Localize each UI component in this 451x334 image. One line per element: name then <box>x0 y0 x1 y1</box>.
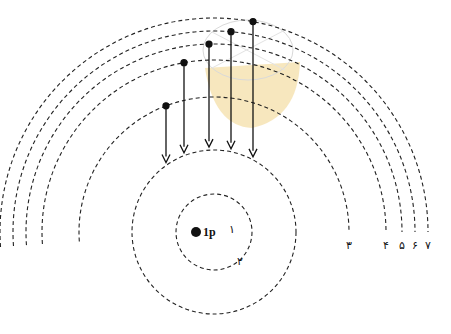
orbit-number: ۷ <box>425 240 431 251</box>
watermark <box>203 20 300 128</box>
orbit-number: ۱ <box>229 224 235 235</box>
orbit-arc <box>79 97 349 241</box>
orbit-circle <box>176 194 252 270</box>
transition-arrow <box>208 44 209 141</box>
arrow-head <box>227 141 235 149</box>
orbit-number: ۲ <box>237 256 243 267</box>
arrow-head <box>180 145 188 153</box>
orbit-number: ۶ <box>412 240 418 251</box>
orbit-number: ۳ <box>346 240 352 251</box>
transition-arrows <box>162 19 257 163</box>
nucleus-dot <box>191 227 201 237</box>
transition-arrow <box>165 106 166 157</box>
watermark-ring <box>203 20 293 80</box>
orbit-circle <box>132 150 296 314</box>
arrow-head <box>162 155 170 163</box>
nucleus-label: 1p <box>203 226 216 238</box>
arrow-head <box>205 139 213 147</box>
orbit-number: ۵ <box>399 240 405 251</box>
orbit-arc <box>26 44 402 245</box>
transition-arrow <box>252 22 253 151</box>
transition-arrow <box>183 63 184 147</box>
arrow-head <box>249 149 257 157</box>
transition-arrow <box>230 32 231 143</box>
orbit-arc <box>0 18 428 247</box>
orbit-number: ۴ <box>383 240 389 251</box>
orbits <box>0 18 428 314</box>
orbit-arc <box>13 31 415 246</box>
